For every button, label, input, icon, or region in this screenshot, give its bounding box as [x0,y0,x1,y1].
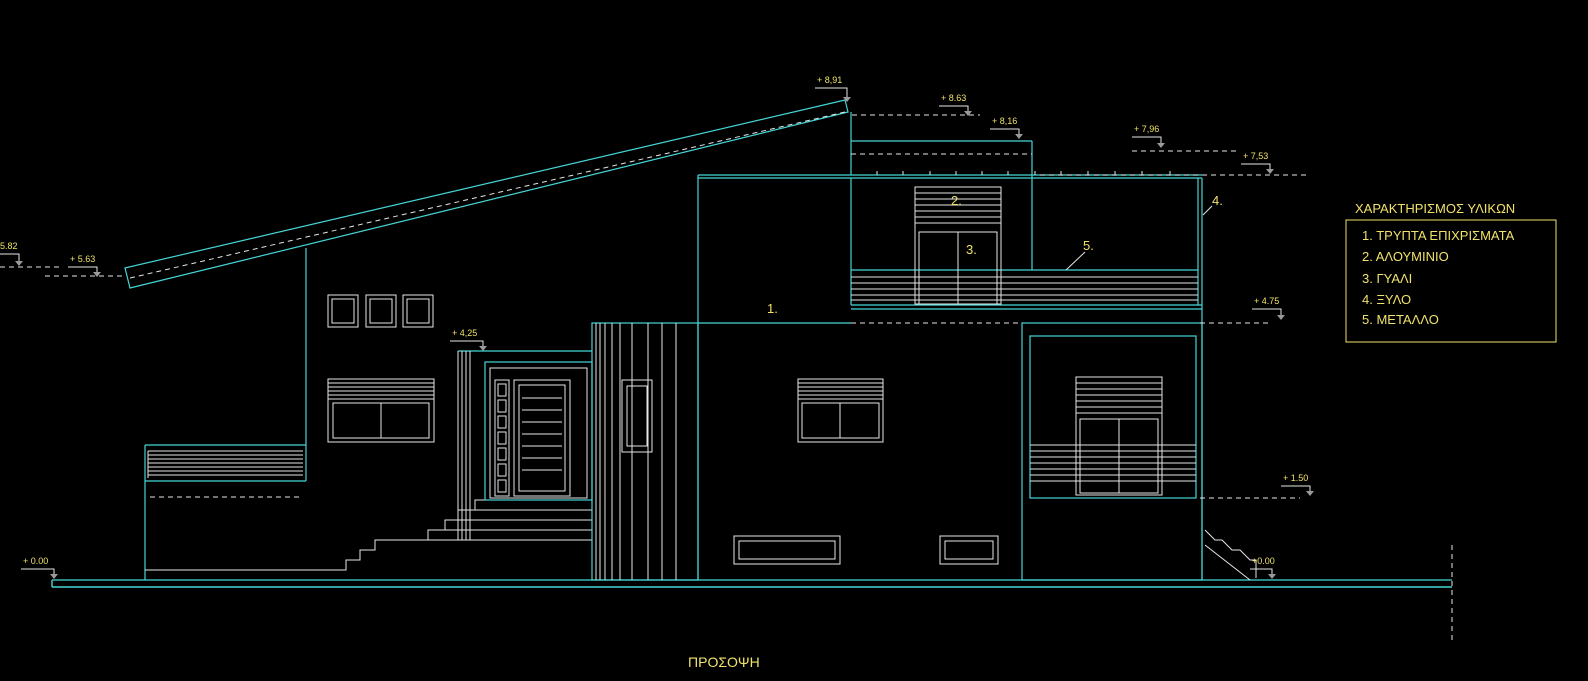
svg-text:5.82: 5.82 [0,241,18,251]
level-marker: + 1.50 [1281,473,1314,496]
drawing-title: ΠΡΟΣΟΨΗ [688,654,760,670]
svg-text:+ 8.63: + 8.63 [941,93,966,103]
level-marker: + 4,25 [450,328,487,351]
svg-text:+ 7,53: + 7,53 [1243,151,1268,161]
slanted-roof [124,99,849,289]
material-tags: 1. 2. 3. 4. 5. [767,193,1223,316]
entrance [457,350,593,540]
legend-item: 1. ΤΡΥΠΤΑ ΕΠΙΧΡΙΣΜΑΤΑ [1362,228,1515,243]
svg-text:+ 0.00: + 0.00 [23,556,48,566]
legend-item: 4. ΞΥΛΟ [1362,292,1411,307]
ground-line [51,545,1453,640]
svg-text:+ 8,16: + 8,16 [992,116,1017,126]
svg-text:+ 4.75: + 4.75 [1254,296,1279,306]
level-marker: +0.00 [1250,556,1276,579]
level-marker: + 8,16 [990,116,1023,139]
level-marker: + 8,91 [815,75,851,102]
material-tag-4: 4. [1212,193,1223,208]
level-marker: + 0.00 [21,556,58,579]
material-tag-1: 1. [767,301,778,316]
square-windows [327,294,434,328]
legend-item: 5. ΜΕΤΑΛΛΟ [1362,312,1439,327]
svg-text:+0.00: +0.00 [1252,556,1275,566]
level-marker: + 7,96 [1132,124,1240,152]
level-marker: 5.82 [0,241,60,268]
left-wing [144,248,435,580]
level-marker: + 5.63 [45,254,125,277]
svg-text:+ 1.50: + 1.50 [1283,473,1308,483]
svg-text:+ 8,91: + 8,91 [817,75,842,85]
left-window [327,378,435,443]
material-tag-2: 2. [951,193,962,208]
legend-item: 3. ΓΥΑΛΙ [1362,271,1412,286]
material-tag-5: 5. [1083,238,1094,253]
level-marker: + 4.75 [1252,296,1285,320]
legend-box [1345,219,1557,343]
material-tag-3: 3. [966,242,977,257]
legend-title: ΧΑΡΑΚΤΗΡΙΣΜΟΣ ΥΛΙΚΩΝ [1355,201,1515,216]
wood-cladding [591,322,699,581]
level-markers: + 8,91 + 8.63 + 8,16 + 7,96 + 7,53 5 [0,75,1314,579]
central-block [697,112,1310,581]
level-marker: + 8.63 [852,93,980,116]
svg-text:+ 5.63: + 5.63 [70,254,95,264]
level-marker: + 7,53 [1241,151,1274,174]
svg-text:+ 4,25: + 4,25 [452,328,477,338]
svg-text:+ 7,96: + 7,96 [1134,124,1159,134]
materials-legend: ΧΑΡΑΚΤΗΡΙΣΜΟΣ ΥΛΙΚΩΝ 1. ΤΡΥΠΤΑ ΕΠΙΧΡΙΣΜΑ… [1345,201,1557,343]
legend-item: 2. ΑΛΟΥΜΙΝΙΟ [1362,249,1449,264]
entry-stairs [145,499,592,571]
